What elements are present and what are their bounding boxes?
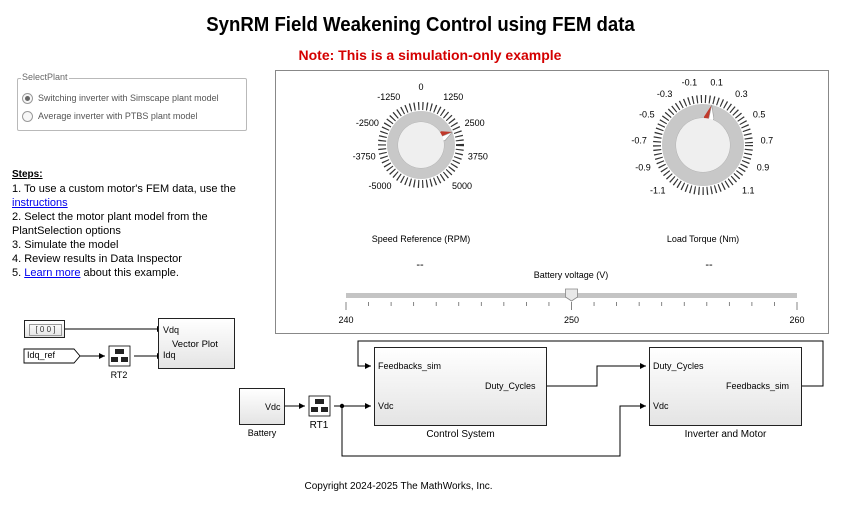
battery-slider-thumb[interactable] [565, 288, 578, 302]
speed-knob-tick-ring [378, 102, 464, 188]
radio-button-selected[interactable] [22, 92, 33, 104]
step-3: 3. Simulate the model [12, 239, 119, 251]
speed-knob-tick-label: 5000 [452, 181, 472, 191]
speed-knob-needle[interactable] [398, 122, 453, 168]
slider-tick-label: 250 [564, 315, 579, 325]
inverter-port-vdc: Vdc [653, 401, 669, 411]
speed-value-display: -- [416, 259, 424, 271]
step-2-cont: PlantSelection options [12, 225, 121, 237]
control-port-vdc: Vdc [378, 401, 394, 411]
radio-average-inverter[interactable]: Average inverter with PTBS plant model [22, 108, 197, 124]
torque-knob-tick-label: -0.5 [639, 109, 655, 119]
knob-tick-labels: -5000 -3750 -2500 -1250 0 1250 2500 3750 5000 -1.… [353, 77, 773, 195]
radio-button[interactable] [22, 110, 33, 122]
inverter-port-feedbacks: Feedbacks_sim [726, 381, 790, 391]
wire-arrows [99, 326, 646, 409]
vector-plot-port-vdq: Vdq [163, 325, 180, 335]
torque-knob[interactable] [653, 95, 753, 195]
torque-knob-tick-label: 0.7 [761, 135, 774, 145]
inverter-motor-label: Inverter and Motor [684, 429, 767, 440]
speed-knob-tick-label: -1250 [377, 92, 400, 102]
torque-knob-tick-label: 0.3 [735, 89, 748, 99]
torque-knob-tick-label: -0.9 [635, 162, 651, 172]
simulation-note: Note: This is a simulation-only example [298, 47, 562, 63]
battery-slider-label: Battery voltage (V) [533, 270, 609, 280]
step-1: 1. To use a custom motor's FEM data, use… [12, 183, 236, 195]
inverter-port-duty-cycles: Duty_Cycles [653, 361, 704, 371]
torque-knob-tick-label: -1.1 [650, 185, 666, 195]
idq-ref-tag-shape[interactable] [23, 348, 81, 364]
slider-tick-label: 240 [338, 315, 353, 325]
radio-label: Average inverter with PTBS plant model [38, 111, 198, 121]
speed-knob-tick-label: -3750 [353, 151, 376, 161]
speed-knob-label: Speed Reference (RPM) [371, 234, 471, 244]
speed-knob-tick-label: 1250 [443, 92, 463, 102]
learn-more-link[interactable]: Learn more [24, 267, 81, 279]
torque-knob-tick-label: -0.1 [682, 77, 698, 87]
speed-knob-tick-label: 0 [418, 82, 423, 92]
slider-tick-label: 260 [789, 315, 804, 325]
inverter-motor-block[interactable]: Duty_Cycles Feedbacks_sim Vdc [649, 347, 802, 426]
rt1-label: RT1 [309, 420, 329, 431]
vector-plot-name: Vector Plot [172, 339, 218, 350]
signal-wires [65, 328, 824, 457]
battery-port-vdc: Vdc [265, 402, 281, 412]
radio-label: Switching inverter with Simscape plant m… [38, 93, 219, 103]
radio-switching-inverter[interactable]: Switching inverter with Simscape plant m… [22, 90, 219, 106]
control-port-duty-cycles: Duty_Cycles [485, 381, 536, 391]
instructions-link[interactable]: instructions [12, 197, 68, 209]
step-2: 2. Select the motor plant model from the [12, 211, 208, 223]
speed-knob-tick-label: -2500 [356, 118, 379, 128]
torque-knob-label: Load Torque (Nm) [666, 234, 740, 244]
constant-block[interactable]: [ 0 0 ] [24, 320, 65, 338]
select-plant-group: SelectPlant Switching inverter with Sims… [17, 72, 247, 131]
control-system-block[interactable]: Feedbacks_sim Duty_Cycles Vdc [374, 347, 547, 426]
battery-label: Battery [247, 428, 277, 438]
dashboard-panel [275, 70, 829, 334]
select-plant-label: SelectPlant [21, 72, 69, 82]
idq-ref-tag-label: Idq_ref [27, 350, 56, 360]
rt1-icon [308, 395, 331, 417]
steps-heading: Steps: [12, 169, 43, 180]
torque-knob-tick-label: -0.7 [631, 135, 647, 145]
torque-knob-tick-label: 0.1 [710, 77, 723, 87]
step-4: 4. Review results in Data Inspector [12, 253, 182, 265]
torque-knob-tick-label: -0.3 [657, 89, 673, 99]
torque-value-display: -- [705, 259, 713, 271]
torque-knob-tick-ring [653, 95, 753, 195]
speed-knob-tick-label: -5000 [368, 181, 391, 191]
control-system-label: Control System [426, 429, 495, 440]
step-5: 5. Learn more about this example. [12, 267, 179, 279]
speed-knob-tick-label: 3750 [468, 151, 488, 161]
torque-knob-tick-label: 1.1 [742, 185, 755, 195]
battery-slider-ticks: 240 250 260 [338, 302, 805, 325]
rt2-label: RT2 [110, 370, 128, 380]
battery-block[interactable]: Vdc [239, 388, 285, 425]
page-title: SynRM Field Weakening Control using FEM … [206, 14, 635, 36]
torque-knob-tick-label: 0.5 [753, 109, 766, 119]
rt2-icon [108, 345, 131, 367]
torque-knob-tick-label: 0.9 [757, 162, 770, 172]
steps-annotation: Steps: 1. To use a custom motor's FEM da… [12, 168, 267, 280]
vector-plot-port-idq: Idq [163, 350, 176, 360]
control-port-feedbacks: Feedbacks_sim [378, 361, 442, 371]
speed-knob[interactable] [378, 102, 464, 188]
constant-value: [ 0 0 ] [29, 324, 62, 336]
speed-knob-tick-label: 2500 [465, 118, 485, 128]
copyright-text: Copyright 2024-2025 The MathWorks, Inc. [304, 481, 493, 492]
vector-plot-block[interactable]: Vdq Vector Plot Idq [158, 318, 235, 369]
torque-knob-needle[interactable] [676, 104, 730, 172]
